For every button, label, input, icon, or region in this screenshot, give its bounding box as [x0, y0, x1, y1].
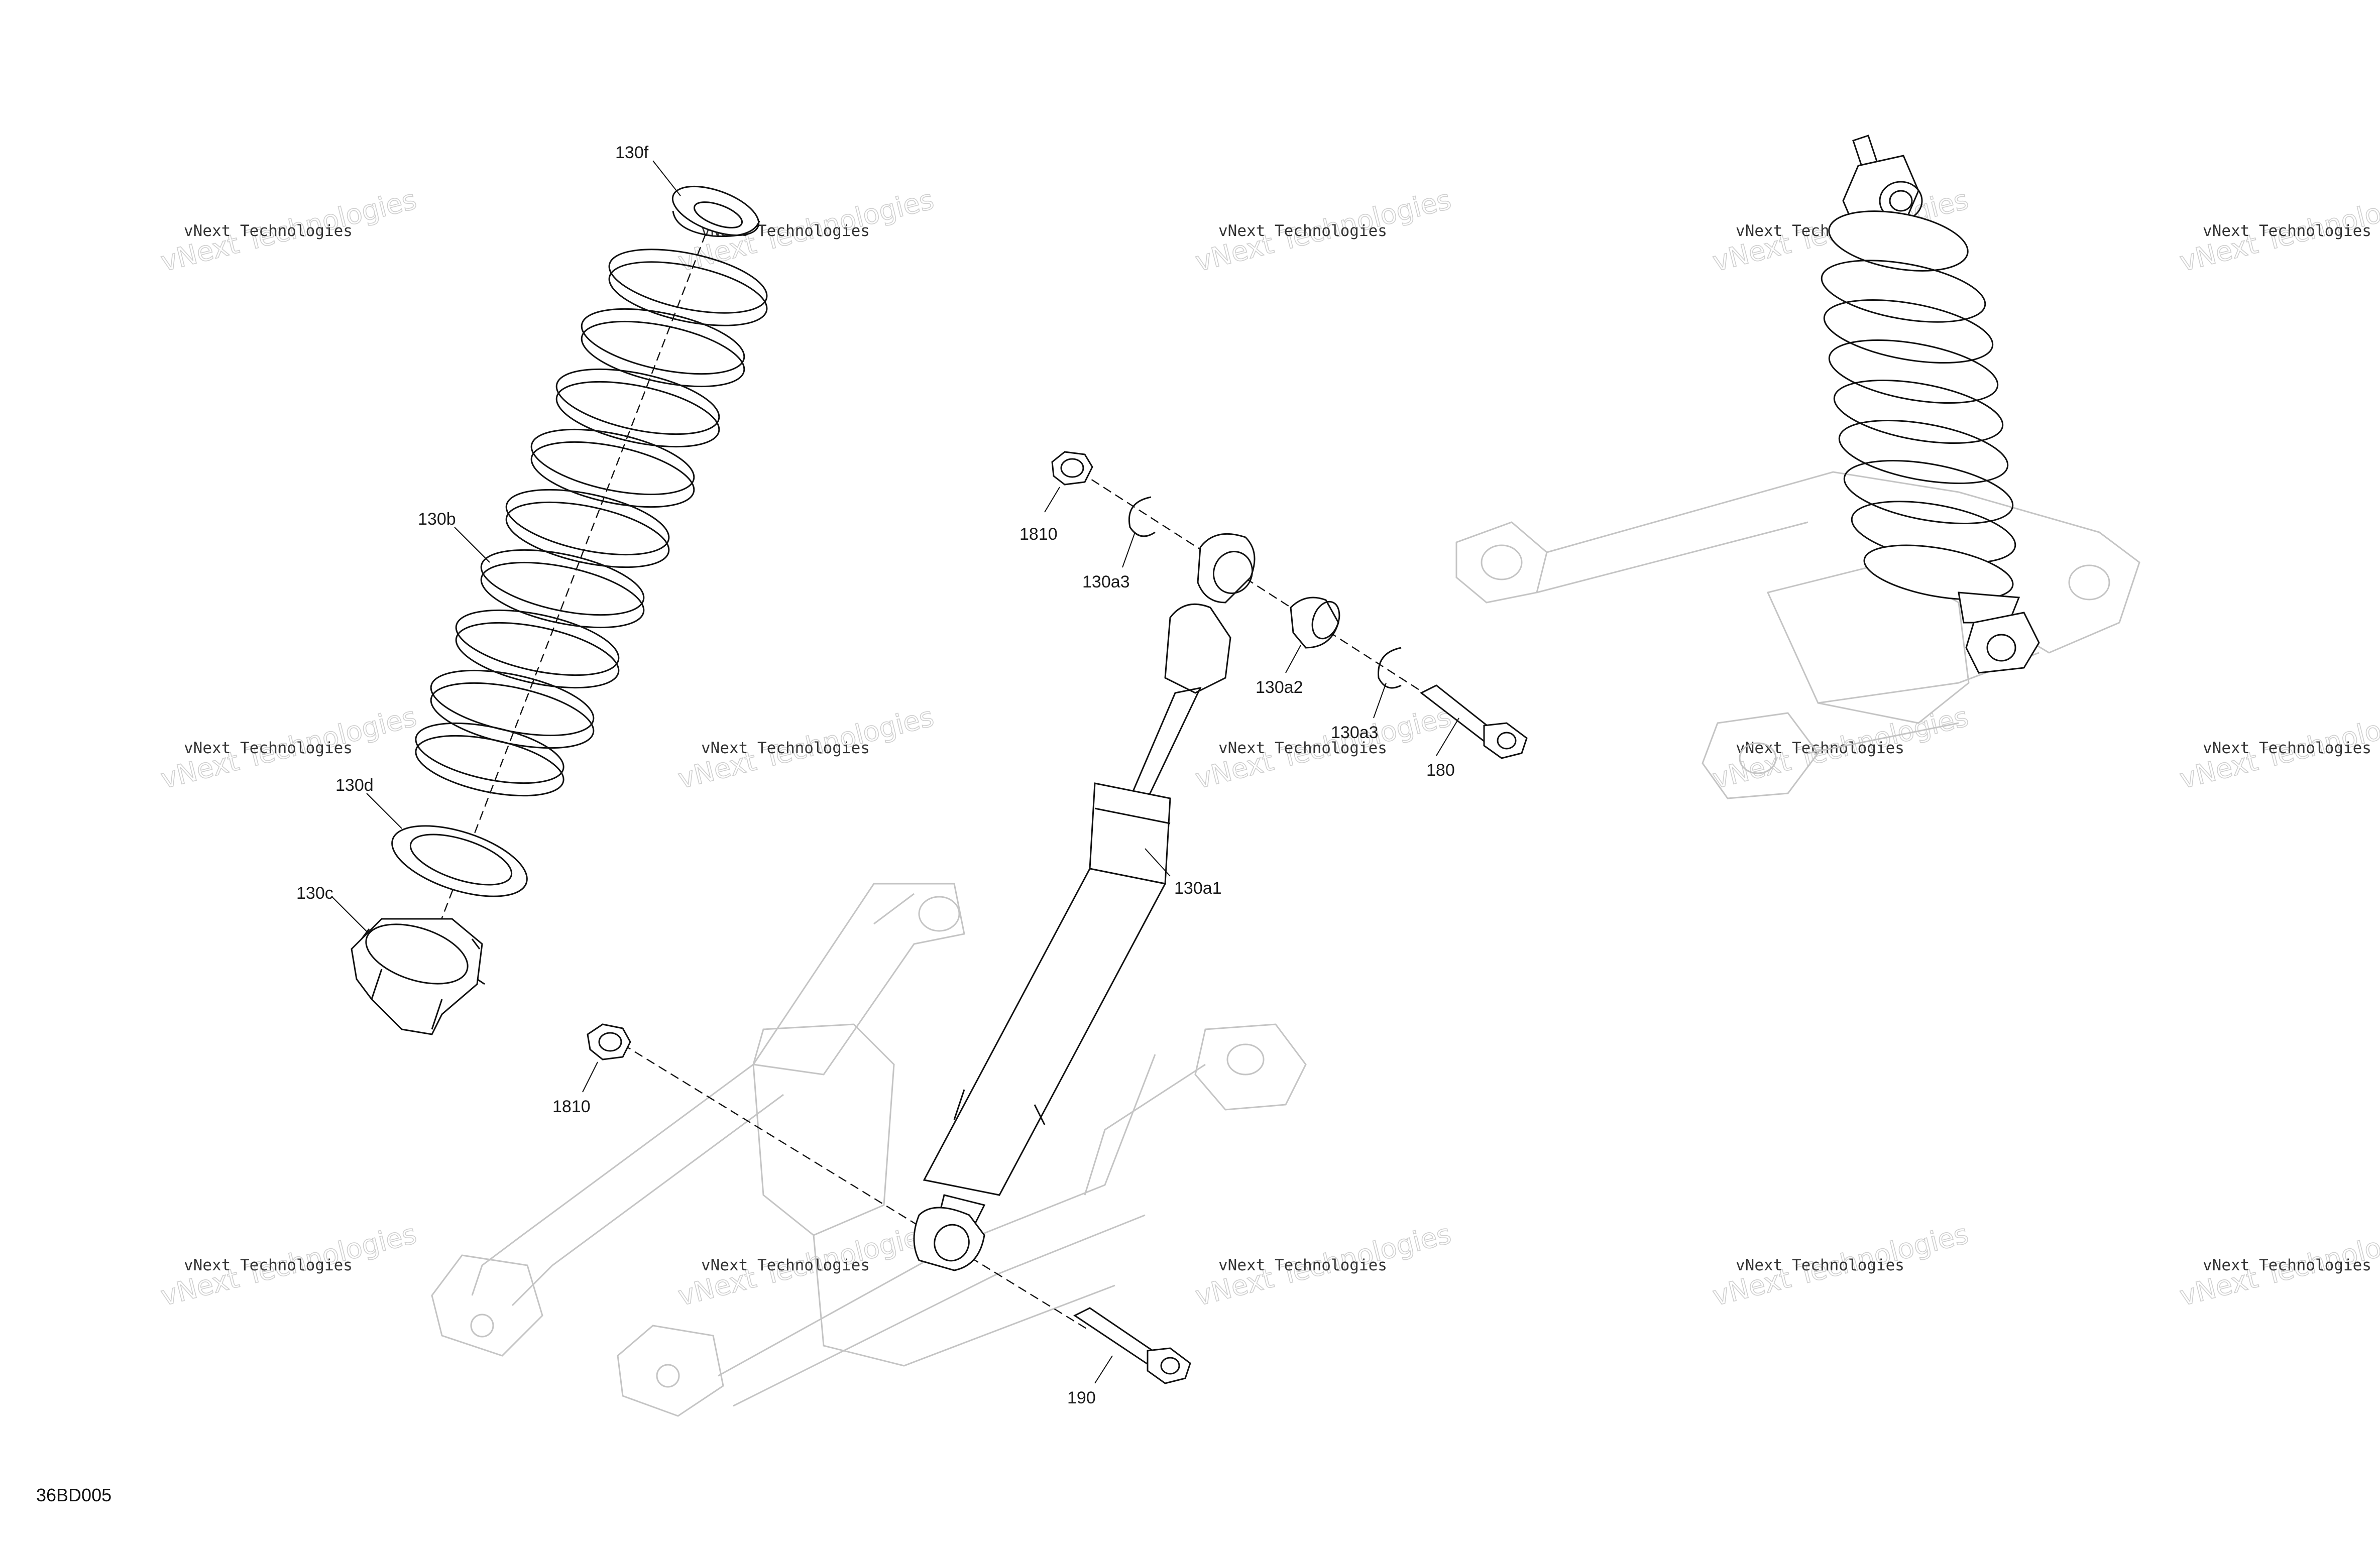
callout-130a3-lower: 130a3	[1331, 723, 1379, 742]
callout-130f: 130f	[615, 143, 649, 162]
watermark: vNext Technologies vNext Technologies	[157, 700, 420, 795]
bolt-upper	[1420, 684, 1528, 759]
svg-text:vNext Technologies: vNext Technologies	[2203, 222, 2371, 240]
callout-130c: 130c	[296, 884, 333, 903]
callout-1810-upper: 1810	[1019, 525, 1058, 544]
watermark: vNext Technologies vNext Technologies	[674, 700, 937, 795]
watermark: vNext Technologies vNext Technologies	[157, 183, 420, 278]
spring-seat-top	[671, 185, 760, 238]
watermark: vNext Technologies vNext Technologies	[1192, 700, 1454, 795]
watermark: vNext Technologies vNext Technologies	[2176, 1218, 2380, 1313]
bushing	[1290, 597, 1340, 649]
circlip-upper	[1128, 496, 1156, 537]
svg-text:vNext Technologies: vNext Technologies	[184, 1256, 353, 1274]
watermark: vNext Technologies vNext Technologies	[1192, 1218, 1454, 1313]
callout-130a1: 130a1	[1174, 879, 1222, 898]
callout-190: 190	[1067, 1388, 1096, 1407]
swing-arm-ghost	[431, 883, 1307, 1417]
svg-text:vNext Technologies: vNext Technologies	[1736, 1256, 1904, 1274]
svg-text:vNext Technologies: vNext Technologies	[1736, 739, 1904, 757]
svg-text:vNext Technologies: vNext Technologies	[701, 1256, 870, 1274]
leader-lines	[331, 160, 1459, 1384]
diagram-id: 36BD005	[36, 1485, 111, 1505]
watermark-grid: vNext Technologies vNext Technologies vN…	[157, 183, 2380, 1313]
callout-130b: 130b	[418, 510, 456, 529]
svg-text:vNext Technologies: vNext Technologies	[1218, 739, 1387, 757]
spring-seat-bottom	[391, 825, 528, 897]
nut-lower	[587, 1023, 631, 1060]
svg-text:vNext Technologies: vNext Technologies	[2203, 1256, 2371, 1274]
watermark: vNext Technologies vNext Technologies	[2176, 183, 2380, 278]
callout-180: 180	[1426, 761, 1455, 780]
coil-spring	[415, 249, 768, 797]
upper-mount-axis-line	[1079, 471, 1487, 734]
svg-text:vNext Technologies: vNext Technologies	[2203, 739, 2371, 757]
spring-axis-line	[431, 220, 712, 944]
callout-130d: 130d	[335, 776, 374, 795]
svg-text:vNext Technologies: vNext Technologies	[1218, 222, 1387, 240]
svg-text:vNext Technologies: vNext Technologies	[184, 222, 353, 240]
callout-130a2: 130a2	[1256, 678, 1303, 697]
callout-1810-lower: 1810	[552, 1097, 591, 1116]
nut-upper	[1051, 451, 1093, 486]
shock-body	[913, 603, 1231, 1271]
lower-mount-axis-line	[622, 1043, 1090, 1332]
watermark: vNext Technologies vNext Technologies	[1709, 1218, 1972, 1313]
callout-130a3-upper: 130a3	[1082, 572, 1130, 591]
svg-text:vNext Technologies: vNext Technologies	[701, 739, 870, 757]
shock-top-eye	[1197, 533, 1256, 604]
adjuster-ring	[351, 918, 485, 1035]
circlip-lower	[1378, 647, 1402, 689]
callout-labels: 130f 130b 130d 130c 1810 130a3 130a2 130…	[296, 143, 1455, 1407]
svg-text:vNext Technologies: vNext Technologies	[184, 739, 353, 757]
watermark: vNext Technologies vNext Technologies	[2176, 700, 2380, 795]
assembled-coilover	[1821, 135, 2040, 674]
watermark: vNext Technologies vNext Technologies	[157, 1218, 420, 1313]
svg-text:vNext Technologies: vNext Technologies	[1218, 1256, 1387, 1274]
watermark: vNext Technologies vNext Technologies	[674, 1218, 937, 1313]
bolt-lower	[1073, 1307, 1191, 1384]
watermark: vNext Technologies vNext Technologies	[1192, 183, 1454, 278]
watermark: vNext Technologies vNext Technologies	[1709, 700, 1972, 795]
